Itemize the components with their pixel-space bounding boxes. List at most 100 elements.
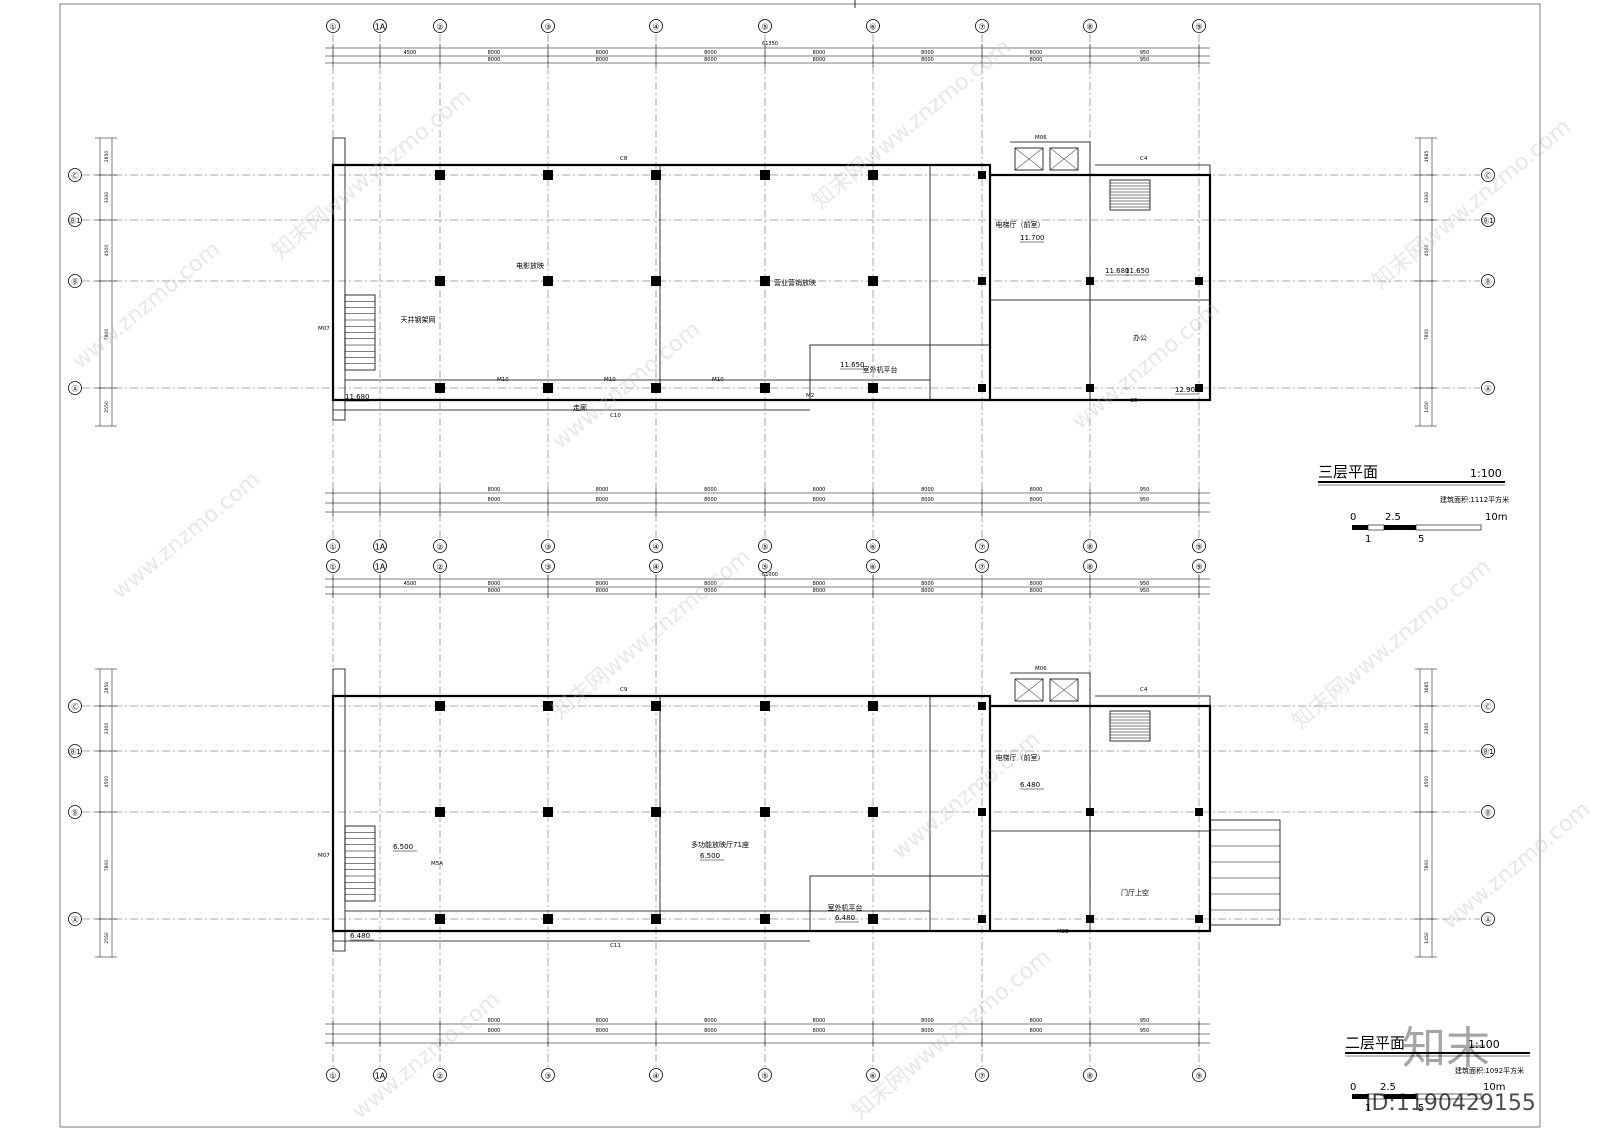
axis-bubble-y: Ⓑ <box>1481 805 1495 819</box>
svg-text:1: 1 <box>1365 1103 1371 1114</box>
second-floor-title: 二层平面 <box>1345 1034 1405 1052</box>
svg-text:8000: 8000 <box>813 588 826 594</box>
svg-text:11.680: 11.680 <box>1105 267 1130 275</box>
svg-text:4500: 4500 <box>404 581 417 587</box>
svg-text:950: 950 <box>1140 497 1150 503</box>
svg-text:8000: 8000 <box>921 497 934 503</box>
window-tag: C11 <box>610 943 621 949</box>
svg-text:⑨: ⑨ <box>1195 23 1202 32</box>
axis-bubble-y: Ⓒ <box>1481 699 1495 713</box>
axis-bubble-x: ② <box>433 19 447 33</box>
elevation-mark: 11.650 <box>840 361 865 370</box>
svg-text:⑦: ⑦ <box>978 23 985 32</box>
structural-column <box>868 914 878 924</box>
axis-bubble-y: Ⓒ <box>1481 168 1495 182</box>
svg-text:950: 950 <box>1140 581 1150 587</box>
svg-text:1A: 1A <box>375 23 386 32</box>
structural-column <box>760 276 770 286</box>
structural-column <box>543 701 553 711</box>
svg-text:12.900: 12.900 <box>1175 386 1200 394</box>
svg-text:4500: 4500 <box>1424 245 1430 257</box>
svg-text:④: ④ <box>652 23 659 32</box>
axis-bubble-x: ③ <box>541 1068 555 1082</box>
svg-text:8000: 8000 <box>596 487 609 493</box>
axis-bubble-x: ⑧ <box>1083 539 1097 553</box>
axis-bubble-y: Ⓑ1 <box>1481 744 1495 758</box>
svg-text:Ⓐ: Ⓐ <box>1485 385 1492 393</box>
axis-bubble-x: ⑧ <box>1083 1068 1097 1082</box>
elevation-mark: 6.500 <box>700 852 724 861</box>
svg-text:②: ② <box>436 23 443 32</box>
window-tag: C8 <box>620 156 628 162</box>
svg-text:950: 950 <box>1140 1018 1150 1024</box>
svg-text:④: ④ <box>652 543 659 552</box>
svg-text:Ⓒ: Ⓒ <box>72 703 79 711</box>
svg-text:11.680: 11.680 <box>345 393 370 401</box>
svg-text:2.5: 2.5 <box>1380 1082 1396 1093</box>
axis-bubble-x: ⑨ <box>1192 539 1206 553</box>
structural-column <box>978 702 986 710</box>
axis-bubble-x: ② <box>433 1068 447 1082</box>
structural-column <box>651 807 661 817</box>
svg-text:0: 0 <box>1350 1082 1356 1093</box>
svg-text:8000: 8000 <box>704 487 717 493</box>
svg-text:8000: 8000 <box>813 57 826 63</box>
svg-text:1685: 1685 <box>1424 682 1430 694</box>
svg-text:8000: 8000 <box>704 1018 717 1024</box>
svg-text:8000: 8000 <box>488 487 501 493</box>
svg-text:4500: 4500 <box>104 245 110 257</box>
svg-text:1A: 1A <box>375 1072 386 1081</box>
axis-bubble-x: ⑤ <box>758 19 772 33</box>
elevation-mark: 11.680 <box>345 393 370 402</box>
svg-text:8000: 8000 <box>1030 1018 1043 1024</box>
svg-text:8000: 8000 <box>813 1018 826 1024</box>
structural-column <box>760 383 770 393</box>
svg-text:8000: 8000 <box>704 497 717 503</box>
svg-text:Ⓒ: Ⓒ <box>1485 703 1492 711</box>
svg-text:Ⓑ1: Ⓑ1 <box>1482 748 1493 756</box>
svg-text:2.5: 2.5 <box>1385 512 1401 523</box>
axis-bubble-y: Ⓒ <box>68 168 82 182</box>
room-label: 办公 <box>1133 333 1147 342</box>
svg-text:1A: 1A <box>375 563 386 572</box>
svg-text:⑥: ⑥ <box>869 23 876 32</box>
svg-text:①: ① <box>329 563 336 572</box>
axis-bubble-x: ⑦ <box>975 19 989 33</box>
svg-text:10m: 10m <box>1483 1082 1505 1093</box>
svg-text:8000: 8000 <box>921 581 934 587</box>
room-label: 走廊 <box>573 403 587 412</box>
svg-text:④: ④ <box>652 563 659 572</box>
svg-text:8000: 8000 <box>1030 1028 1043 1034</box>
svg-text:5: 5 <box>1418 1103 1424 1114</box>
svg-text:8000: 8000 <box>1030 487 1043 493</box>
axis-bubble-x: ⑦ <box>975 539 989 553</box>
structural-column <box>868 701 878 711</box>
second-floor-title-block: 二层平面 1:100 建筑面积:1092平方米 0 2.5 10m 1 5 <box>1345 1034 1530 1114</box>
structural-column <box>651 383 661 393</box>
svg-text:8000: 8000 <box>704 588 717 594</box>
svg-text:Ⓑ1: Ⓑ1 <box>1482 217 1493 225</box>
structural-column <box>868 170 878 180</box>
svg-text:8000: 8000 <box>596 497 609 503</box>
svg-text:6.480: 6.480 <box>1020 781 1040 789</box>
watermark-text: www.znzmo.com <box>888 727 1045 865</box>
svg-text:①: ① <box>329 543 336 552</box>
svg-text:4500: 4500 <box>1424 776 1430 788</box>
door-tag: M22 <box>1057 929 1069 935</box>
axis-bubble-y: Ⓐ <box>68 912 82 926</box>
window-tag: C4 <box>1140 156 1148 162</box>
axis-bubble-x: 1A <box>373 19 387 33</box>
svg-text:8000: 8000 <box>921 1028 934 1034</box>
structural-column <box>543 170 553 180</box>
svg-text:8000: 8000 <box>596 581 609 587</box>
staircase <box>1109 179 1151 211</box>
svg-text:3300: 3300 <box>1424 192 1430 204</box>
svg-text:8000: 8000 <box>596 57 609 63</box>
svg-text:Ⓑ: Ⓑ <box>72 809 79 817</box>
axis-bubble-y: Ⓐ <box>68 381 82 395</box>
third-floor-title: 三层平面 <box>1318 463 1378 481</box>
svg-text:8000: 8000 <box>704 1028 717 1034</box>
structural-column <box>978 915 986 923</box>
svg-text:Ⓑ1: Ⓑ1 <box>69 748 80 756</box>
